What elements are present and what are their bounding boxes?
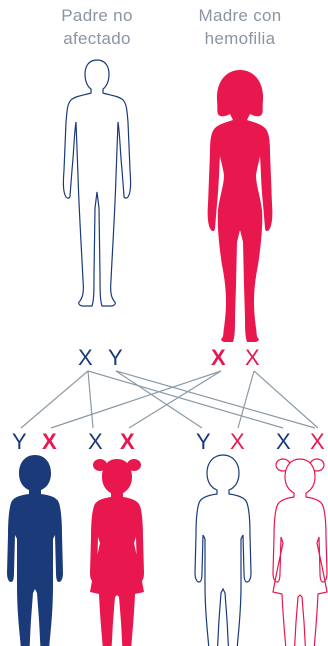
child2-chromosome-x: X: [88, 430, 103, 454]
child4-chromosome-x-second: X: [310, 430, 325, 454]
child2-chromosome-x-mutated: X: [120, 430, 135, 454]
inheritance-lines: [21, 371, 318, 428]
child1-chromosome-y: Y: [12, 430, 27, 454]
child-girl-carrier-outline-figure: [273, 459, 327, 646]
child-girl-carrier-figure: [90, 459, 144, 646]
child3-chromosome-y: Y: [196, 430, 211, 454]
mother-chromosome-x-second: X: [245, 346, 260, 370]
mother-chromosome-x-mutated: X: [211, 346, 226, 370]
child3-chromosome-x: X: [230, 430, 245, 454]
child1-chromosome-x-mutated: X: [42, 430, 57, 454]
child-boy-affected-figure: [7, 455, 63, 646]
father-chromosome-y: Y: [108, 346, 123, 370]
child4-chromosome-x: X: [276, 430, 291, 454]
mother-figure: [208, 70, 273, 342]
father-figure: [63, 60, 130, 306]
child-boy-unaffected-figure: [195, 455, 251, 646]
father-chromosome-x: X: [78, 346, 93, 370]
